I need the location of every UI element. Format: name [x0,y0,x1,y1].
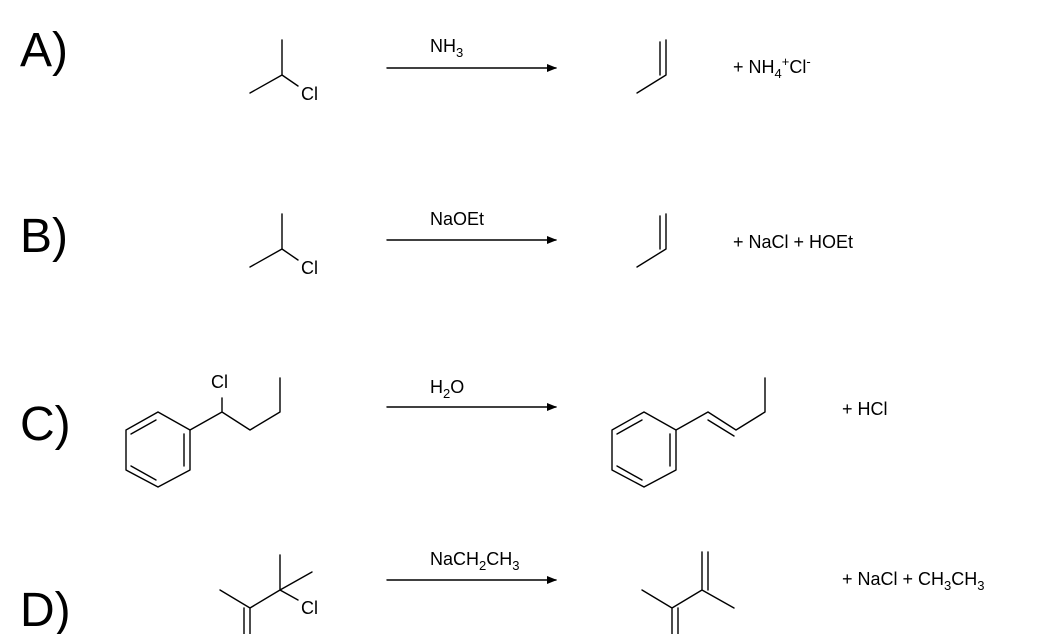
reaction-b-byproducts: + NaCl + HOEt [733,232,853,252]
text-segment: + NaCl + HOEt [733,232,853,252]
text-segment: 4 [775,66,782,81]
reaction-a-letter: A) [20,24,68,77]
reaction-d-product-dimethylbutadiene [641,551,735,634]
reaction-a-reactant-cl-label: Cl [301,84,318,104]
reaction-a-byproducts: + NH4+Cl- [733,54,811,81]
text-segment: NaCH [430,549,479,569]
text-segment: 3 [512,558,519,573]
reaction-a-product-propene [636,39,667,94]
text-segment: 3 [977,578,984,593]
reaction-a-reagent: NH3 [430,36,463,60]
reaction-c-reactant: Cl [125,372,281,488]
text-segment: 2 [479,558,486,573]
text-segment: H [430,377,443,397]
reaction-d-byproducts: + NaCl + CH3CH3 [842,569,985,593]
text-segment: + NH [733,57,775,77]
reaction-d-reactant-cl-label: Cl [301,598,318,618]
reaction-b-reactant: Cl [249,213,318,278]
reaction-c-letter: C) [20,398,71,451]
text-segment: O [450,377,464,397]
text-segment: - [806,54,810,69]
text-segment: 3 [456,45,463,60]
reaction-c: C) Cl H2O + HCl [20,372,888,488]
reaction-c-reagent: H2O [430,377,464,401]
reaction-d-reactant: Cl [219,554,318,634]
reaction-b-product-propene [636,213,667,268]
reaction-b-reagent: NaOEt [430,209,484,229]
text-segment: CH [486,549,512,569]
reaction-b-letter: B) [20,210,68,263]
reaction-a-reactant: Cl [249,39,318,104]
reaction-a: A) Cl NH3 + NH4+Cl- [20,24,811,104]
reaction-c-reactant-cl-label: Cl [211,372,228,392]
reaction-d: D) Cl NaCH2CH3 + NaCl + CH3CH3 [20,549,985,634]
text-segment: 3 [944,578,951,593]
reaction-c-product-phenylbutene [611,377,766,488]
text-segment: + HCl [842,399,888,419]
reaction-c-byproducts: + HCl [842,399,888,419]
text-segment: NH [430,36,456,56]
text-segment: + [782,54,790,69]
reaction-b-reactant-cl-label: Cl [301,258,318,278]
text-segment: + NaCl + CH [842,569,944,589]
text-segment: NaOEt [430,209,484,229]
text-segment: 2 [443,386,450,401]
reaction-d-letter: D) [20,584,71,634]
reaction-d-reagent: NaCH2CH3 [430,549,519,573]
reaction-b: B) Cl NaOEt + NaCl + HOEt [20,209,853,278]
text-segment: CH [951,569,977,589]
text-segment: Cl [789,57,806,77]
